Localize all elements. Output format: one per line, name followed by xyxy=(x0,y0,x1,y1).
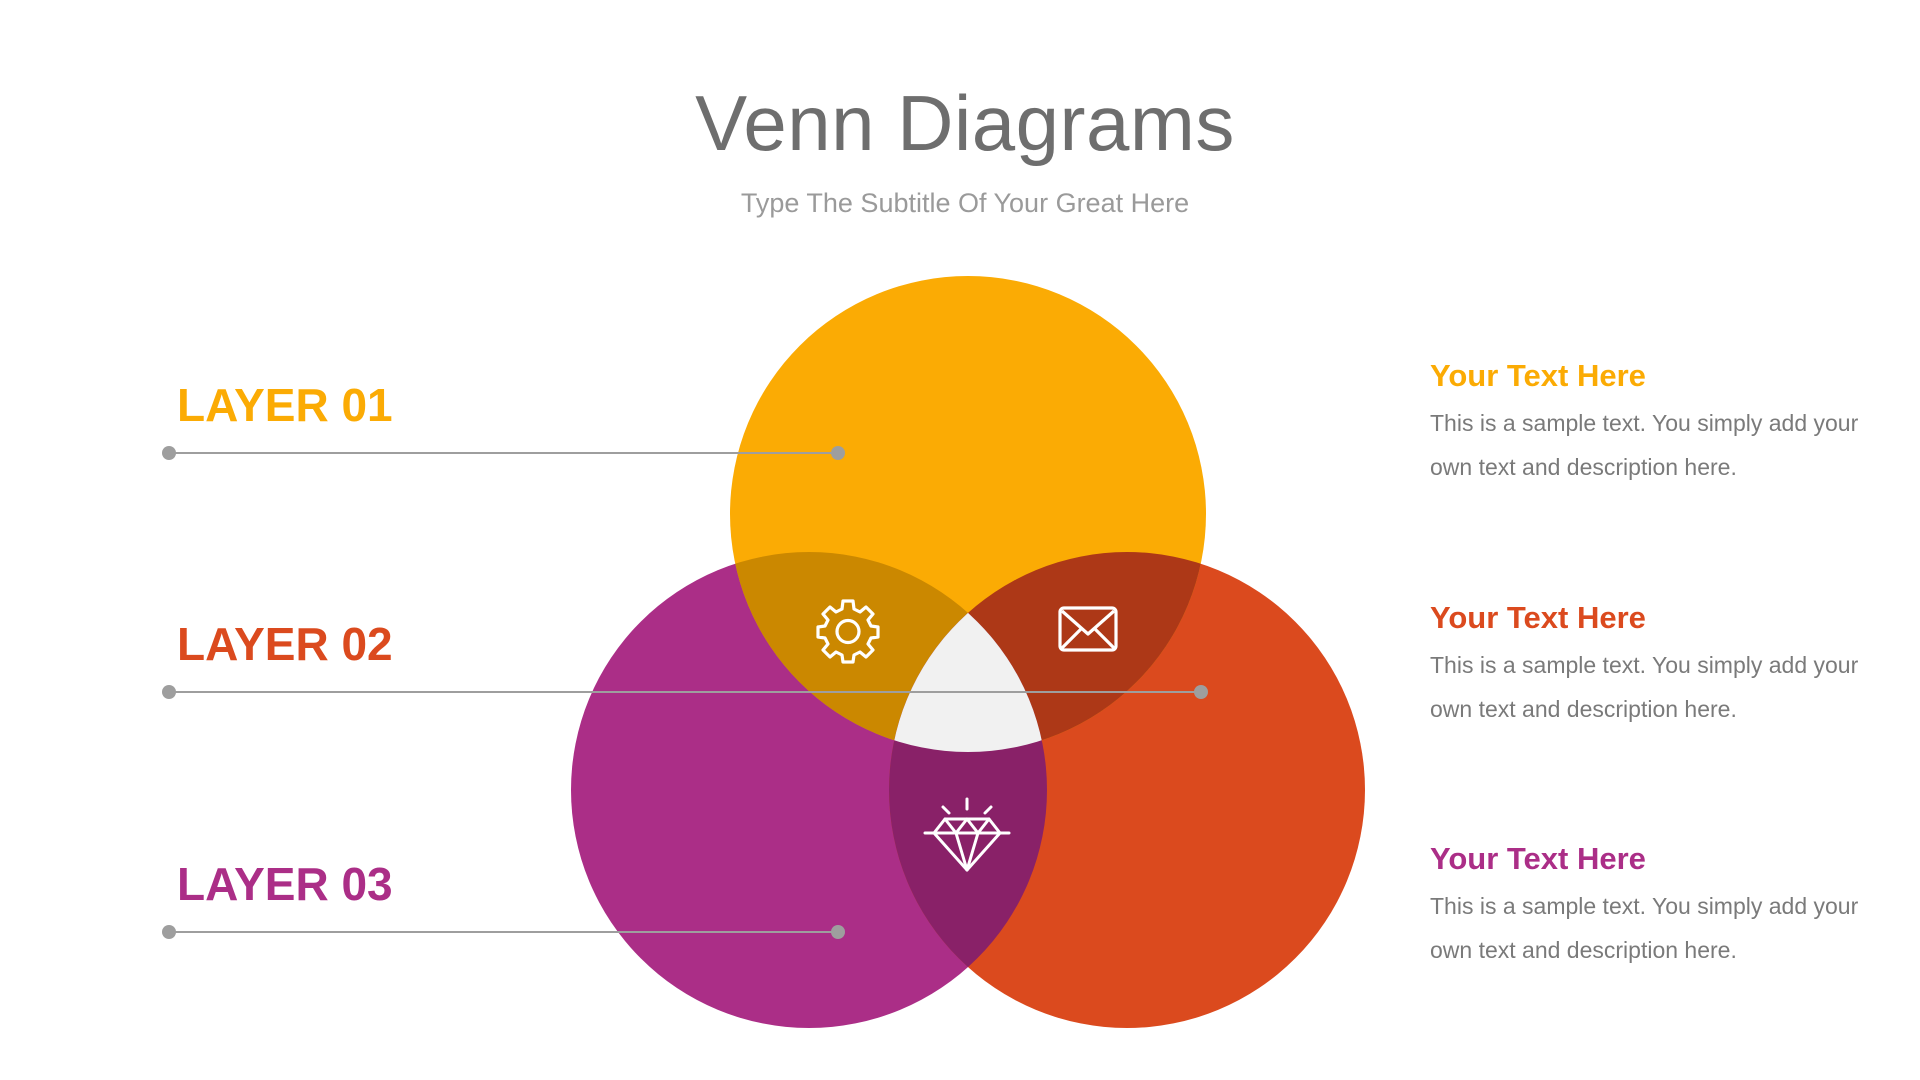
gear-icon xyxy=(816,599,880,664)
layer-01-label: LAYER 01 xyxy=(177,379,393,431)
page-title: Venn Diagrams xyxy=(695,79,1235,167)
description-1-body: This is a sample text. You simply add yo… xyxy=(1430,410,1859,480)
diamond-icon xyxy=(923,797,1011,872)
layer-02-label: LAYER 02 xyxy=(177,618,393,670)
description-1-heading: Your Text Here xyxy=(1430,358,1646,393)
description-3-heading: Your Text Here xyxy=(1430,841,1646,876)
connector-layer-03 xyxy=(162,925,845,939)
envelope-icon xyxy=(1058,606,1118,652)
description-2-heading: Your Text Here xyxy=(1430,600,1646,635)
description-3-body: This is a sample text. You simply add yo… xyxy=(1430,893,1859,963)
connector-layer-01 xyxy=(162,446,845,460)
description-2-body: This is a sample text. You simply add yo… xyxy=(1430,652,1859,722)
page-subtitle: Type The Subtitle Of Your Great Here xyxy=(740,188,1190,218)
connector-layer-02 xyxy=(162,685,1208,699)
layer-03-label: LAYER 03 xyxy=(177,858,393,910)
venn-overlap-center xyxy=(889,552,1047,752)
